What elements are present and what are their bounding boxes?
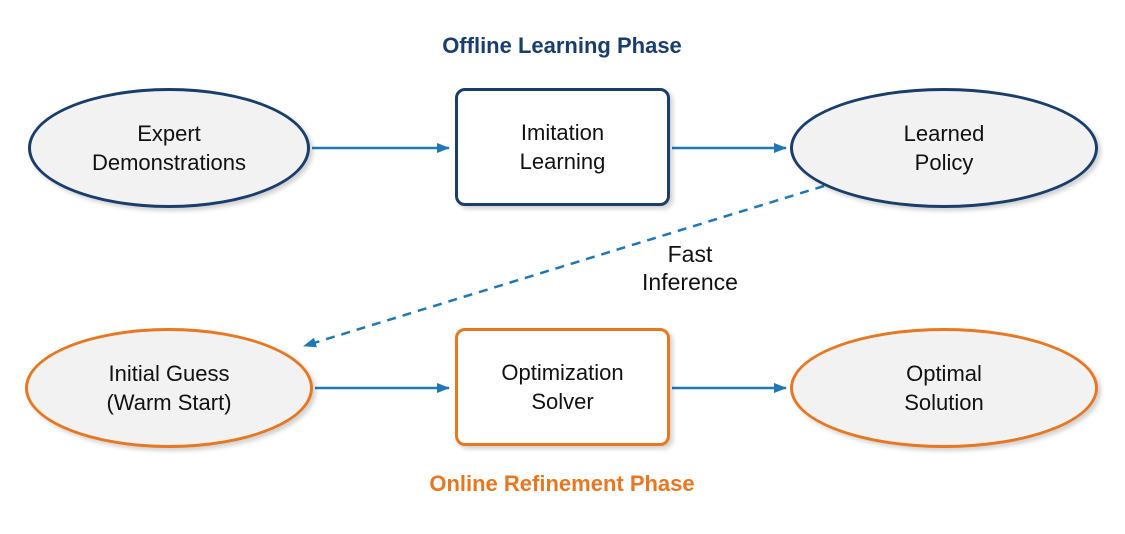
offline-phase-title: Offline Learning Phase — [442, 33, 682, 58]
node-initial-guess-label: Initial Guess (Warm Start) — [106, 361, 232, 415]
online-phase-title: Online Refinement Phase — [429, 471, 695, 496]
node-imitation-learning: Imitation Learning — [455, 88, 670, 206]
node-optimal-solution-label: Optimal Solution — [904, 361, 984, 415]
node-learned-policy-label: Learned Policy — [903, 121, 985, 175]
node-imitation-learning-label: Imitation Learning — [519, 120, 606, 174]
node-optimal-solution: Optimal Solution — [790, 328, 1098, 448]
node-expert-demonstrations: Expert Demonstrations — [28, 88, 310, 208]
node-expert-demonstrations-label: Expert Demonstrations — [91, 121, 247, 175]
node-optimization-solver-label: Optimization Solver — [501, 360, 624, 414]
node-learned-policy: Learned Policy — [790, 88, 1098, 208]
edge-learned-policy-to-initial-guess-dashed — [303, 184, 825, 348]
node-optimization-solver: Optimization Solver — [455, 328, 670, 446]
node-initial-guess: Initial Guess (Warm Start) — [25, 328, 313, 448]
fast-inference-label: Fast Inference — [642, 241, 738, 295]
